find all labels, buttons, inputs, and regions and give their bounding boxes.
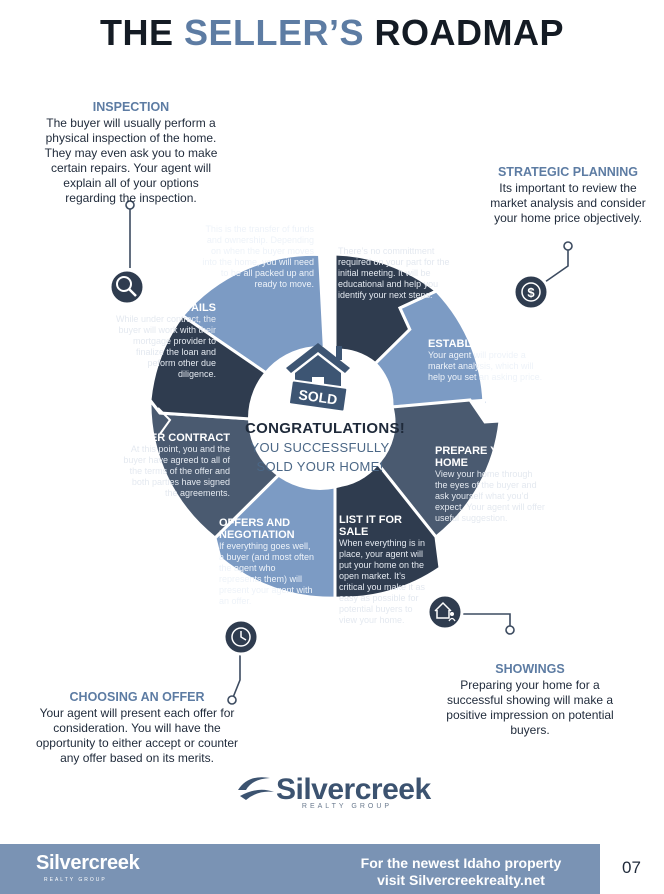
magnifier-icon [108, 268, 146, 306]
segment-meet-text: MEET WITH A REAL ESTATE PROFESSIONAL The… [338, 210, 458, 301]
segment-list-body: When everything is in place, your agent … [339, 538, 426, 625]
center-message: CONGRATULATIONS! YOU SUCCESSFULLY SOLD Y… [245, 420, 406, 475]
callout-inspection-heading: INSPECTION [92, 100, 170, 114]
segment-final-text: FINAL DETAILS While under contract, the … [108, 302, 216, 380]
footer-logo-wordmark: Silvercreek [36, 852, 140, 874]
segment-final-heading: FINAL DETAILS [134, 302, 216, 314]
title-prefix: THE [99, 12, 184, 53]
segment-price-heading: ESTABLISH A PRICE [428, 338, 537, 350]
footer-line-2[interactable]: visit Silvercreekrealty.net [377, 872, 545, 888]
title-accent: SELLER’S [183, 12, 365, 53]
footer-bar [0, 844, 600, 894]
callout-showings: SHOWINGS Preparing your home for a succe… [432, 662, 628, 738]
callout-strategic-heading: STRATEGIC PLANNING [497, 165, 639, 179]
segment-prepare [375, 398, 502, 540]
segment-offers-text: OFFERS AND NEGOTIATION If everything goe… [219, 517, 315, 607]
silvercreek-logo-mark [238, 777, 274, 800]
segment-closing-body: This is the transfer of funds and owners… [202, 224, 314, 289]
center-circle [248, 346, 392, 490]
segment-under-body: At this point, you and the buyer have ag… [123, 444, 230, 498]
callout-inspection: INSPECTION The buyer will usually perfor… [40, 100, 222, 206]
logo-wordmark: Silvercreek [276, 773, 431, 806]
segment-price [373, 289, 491, 414]
footer-cta: For the newest Idaho property visit Silv… [336, 855, 586, 889]
segment-offers-heading: OFFERS AND NEGOTIATION [219, 517, 295, 541]
page-number: 07 [622, 858, 641, 877]
segment-price-text: ESTABLISH A PRICE Your agent will provid… [428, 338, 544, 383]
callout-strategic: STRATEGIC PLANNING Its important to revi… [487, 165, 649, 226]
title-suffix: ROADMAP [364, 12, 565, 53]
segment-price-body: Your agent will provide a market analysi… [428, 350, 543, 382]
callout-inspection-body: The buyer will usually perform a physica… [44, 116, 218, 205]
segment-under-heading: UNDER CONTRACT [126, 432, 230, 444]
callout-strategic-body: Its important to review the market analy… [490, 181, 646, 225]
callout-choosing-heading: CHOOSING AN OFFER [69, 690, 205, 704]
callout-choosing-body: Your agent will present each offer for c… [35, 706, 239, 765]
sold-sign [288, 379, 349, 413]
callout-showings-body: Preparing your home for a successful sho… [446, 678, 614, 737]
segment-prepare-text: PREPARE YOUR HOME View your home through… [435, 445, 545, 524]
segment-offers-body: If everything goes well, a buyer (and mo… [219, 541, 315, 606]
page-title: THE SELLER’S ROADMAP [0, 12, 664, 54]
footer-logo: Silvercreek [36, 852, 140, 875]
segment-prepare-heading: PREPARE YOUR HOME [435, 445, 523, 469]
success-line-2: SOLD YOUR HOME! [256, 459, 384, 474]
segment-under-text: UNDER CONTRACT At this point, you and th… [118, 432, 230, 499]
clock-icon [222, 618, 260, 656]
footer-line-1: For the newest Idaho property [360, 855, 562, 871]
segment-list-text: LIST IT FOR SALE When everything is in p… [339, 514, 429, 626]
logo-subtitle: REALTY GROUP [301, 803, 393, 810]
dollar-icon: $ [512, 273, 550, 311]
house-people-icon [426, 593, 464, 631]
svg-text:$: $ [527, 285, 535, 300]
sold-text: SOLD [298, 386, 339, 407]
segment-closing-text: CLOSING This is the transfer of funds an… [198, 212, 314, 290]
silvercreek-logo: Silvercreek [276, 772, 431, 808]
segment-prepare-body: View your home through the eyes of the b… [435, 469, 545, 523]
segment-meet-body: There’s no committment required on your … [338, 246, 450, 300]
congrats-text: CONGRATULATIONS! [245, 420, 406, 437]
success-line-1: YOU SUCCESSFULLY [250, 440, 390, 455]
segment-list [333, 461, 442, 600]
segment-list-heading: LIST IT FOR SALE [339, 514, 402, 538]
callout-showings-heading: SHOWINGS [495, 662, 565, 676]
segment-final-body: While under contract, the buyer will wor… [115, 314, 216, 379]
segment-meet-heading: MEET WITH A REAL ESTATE PROFESSIONAL [338, 210, 443, 246]
segment-closing-heading: CLOSING [263, 212, 314, 224]
callout-choosing: CHOOSING AN OFFER Your agent will presen… [30, 690, 244, 766]
footer-logo-subtitle: REALTY GROUP [44, 877, 107, 883]
